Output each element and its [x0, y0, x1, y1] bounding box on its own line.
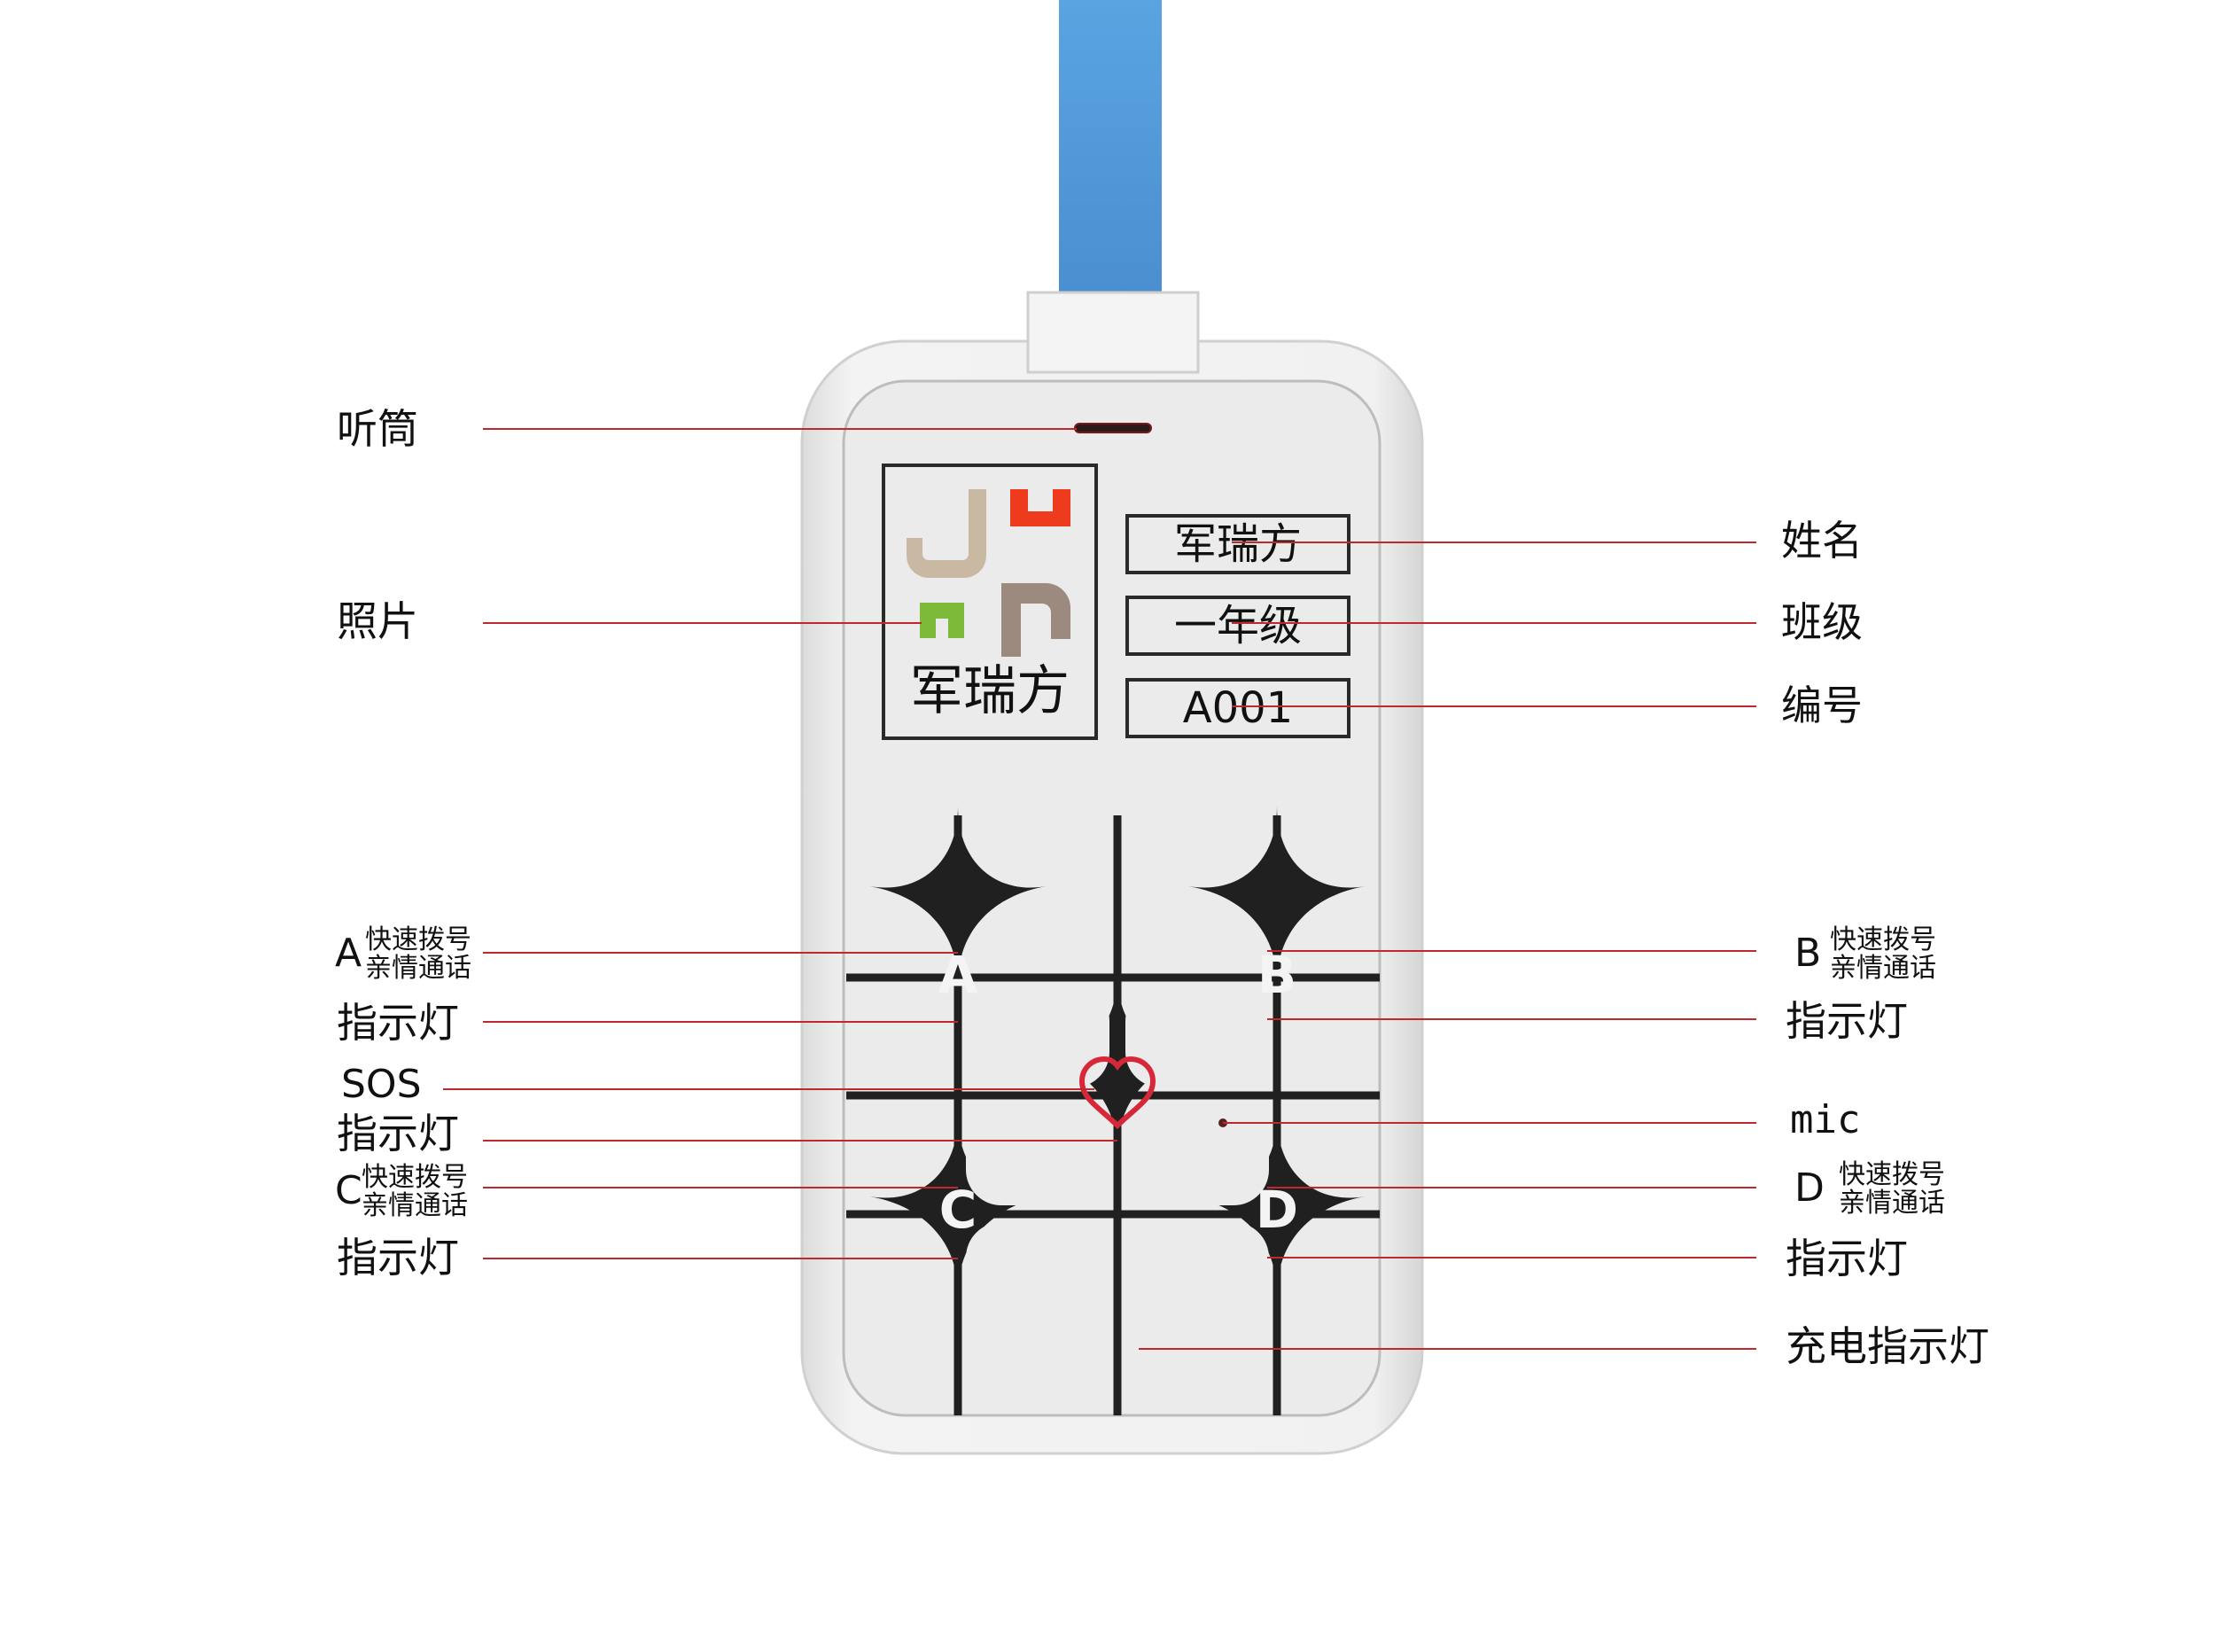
label-key-d-letter: D: [1794, 1165, 1825, 1211]
left-callouts: 听筒 照片 A 快速拨号 亲情通话 指示灯 SOS 指示灯 C 快速拨号 亲情通…: [335, 405, 471, 1282]
card-grade: 一年级: [1174, 601, 1302, 651]
label-mic: mic: [1790, 1097, 1860, 1142]
card-id: A001: [1183, 683, 1293, 733]
label-indicator-right-2: 指示灯: [1786, 1235, 1908, 1282]
label-key-b-line2: 亲情通话: [1830, 953, 1936, 984]
key-d-glyph[interactable]: D: [1256, 1180, 1298, 1240]
label-indicator-left-1: 指示灯: [337, 999, 459, 1047]
right-callouts: 姓名 班级 编号 B 快速拨号 亲情通话 指示灯 mic D 快速拨号 亲情通话…: [1781, 517, 1989, 1370]
label-key-a-line1: 快速拨号: [365, 924, 471, 955]
label-charge-indicator: 充电指示灯: [1786, 1322, 1989, 1370]
brand-logo: [907, 489, 1070, 657]
label-key-c-line1: 快速拨号: [362, 1162, 468, 1193]
lanyard: [1059, 0, 1162, 306]
label-indicator-left-2: 指示灯: [337, 1110, 459, 1157]
label-key-b-letter: B: [1794, 931, 1821, 976]
key-a-glyph[interactable]: A: [938, 945, 978, 1005]
key-c-glyph[interactable]: C: [939, 1180, 977, 1240]
label-indicator-right-1: 指示灯: [1786, 997, 1908, 1045]
key-b-glyph[interactable]: B: [1257, 945, 1296, 1005]
label-key-d-line1: 快速拨号: [1839, 1159, 1945, 1190]
label-key-c-line2: 亲情通话: [362, 1190, 468, 1221]
sos-heart-icon[interactable]: [1078, 1056, 1156, 1130]
label-class: 班级: [1781, 598, 1863, 646]
earpiece-slot: [1074, 423, 1152, 433]
label-key-a-line2: 亲情通话: [365, 953, 471, 984]
info-boxes: 军瑞方 一年级 A001: [1125, 514, 1350, 738]
label-sos: SOS: [341, 1062, 422, 1107]
card-name: 军瑞方: [1174, 519, 1302, 569]
label-indicator-left-3: 指示灯: [337, 1234, 459, 1282]
leader-lines: [443, 428, 1756, 1350]
logo-caption: 军瑞方: [910, 660, 1070, 722]
label-key-d-line2: 亲情通话: [1839, 1188, 1945, 1219]
photo-frame: 军瑞方: [882, 464, 1098, 740]
label-key-b-line1: 快速拨号: [1830, 924, 1936, 955]
lanyard-clip: [1026, 291, 1200, 374]
label-name: 姓名: [1781, 517, 1863, 565]
label-key-a-letter: A: [335, 931, 362, 976]
label-photo: 照片: [337, 597, 418, 645]
label-number: 编号: [1781, 682, 1863, 729]
label-key-c-letter: C: [335, 1168, 362, 1213]
keypad: A B C D: [846, 807, 1380, 1415]
label-earpiece: 听筒: [337, 405, 418, 453]
